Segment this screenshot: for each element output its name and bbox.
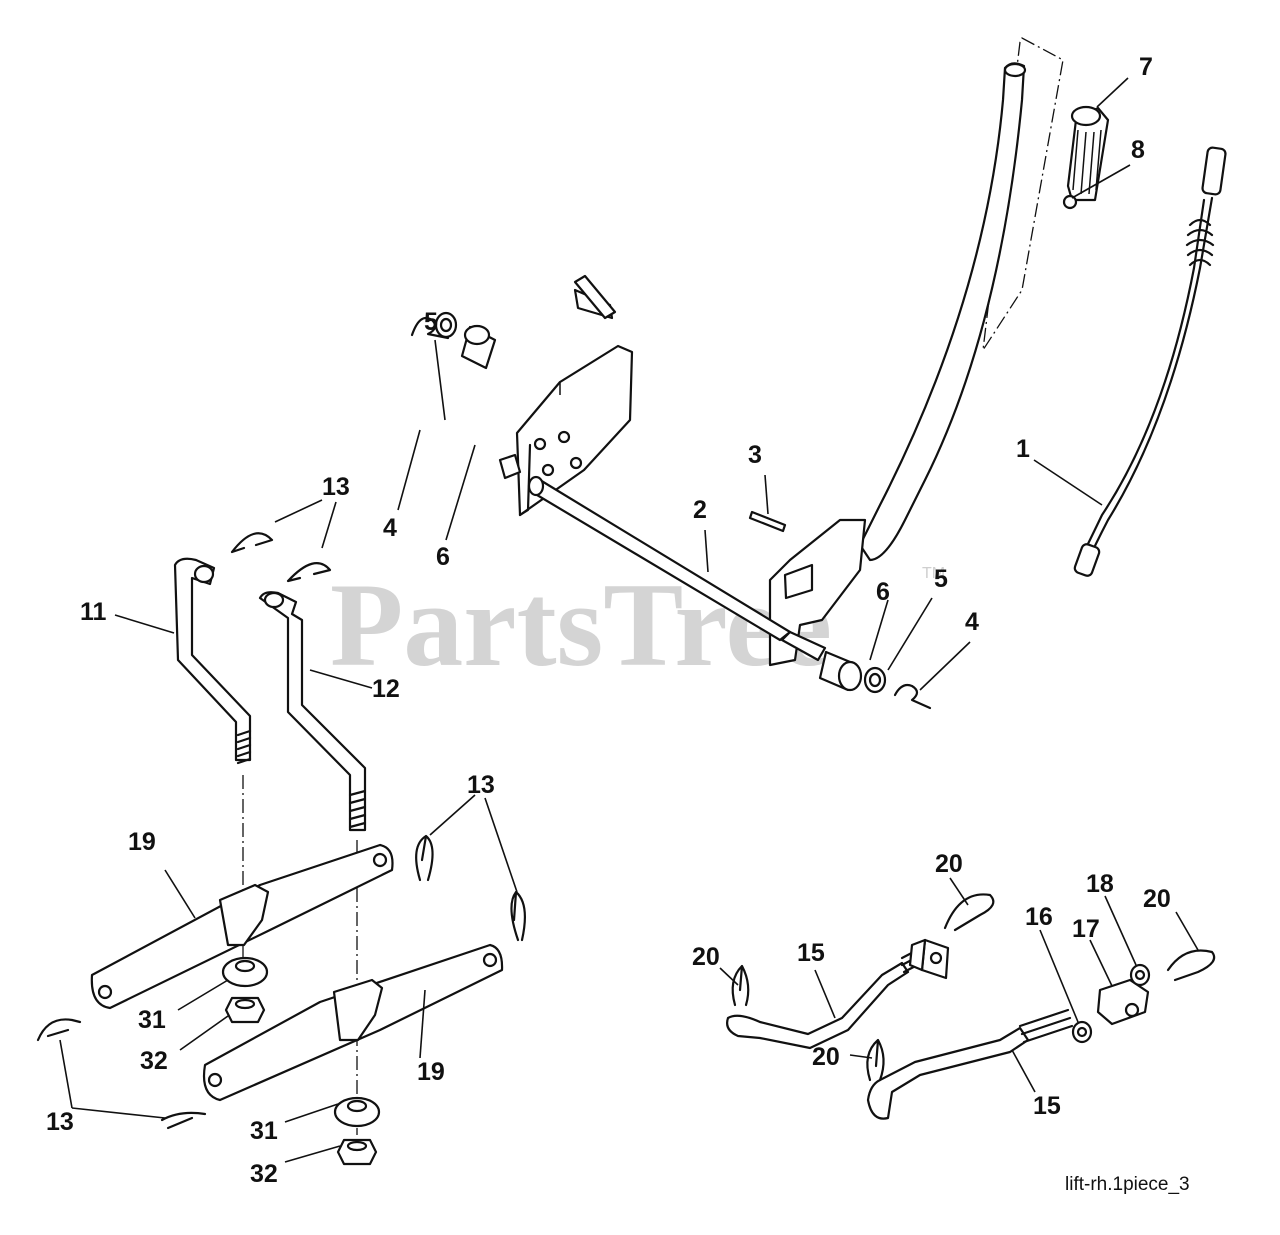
callout-20-top: 20 [935,850,963,878]
callout-13-top: 13 [322,473,350,501]
lift-arm-upper [90,843,394,1010]
rod-15-lower [866,1008,1074,1120]
hairpin-13-right-b [510,890,527,942]
callout-3: 3 [748,441,762,469]
callout-8: 8 [1131,136,1145,164]
nut-32-upper [224,996,266,1024]
bushing-31-lower [333,1096,381,1128]
hairpin-13-left-b [160,1111,207,1130]
callout-20-left: 20 [692,943,720,971]
hairpin-13-upper-a [230,532,274,554]
callout-2: 2 [693,496,707,524]
callout-12: 12 [372,675,400,703]
callout-13-right: 13 [467,771,495,799]
callout-17: 17 [1072,915,1100,943]
mounting-plate [515,274,634,517]
washer-16 [1071,1020,1093,1044]
hairpin-20-a [943,893,995,932]
bushing-right [818,650,863,692]
grip-pin [1062,194,1078,210]
rod-15-upper [726,938,950,1050]
bushing-left [460,324,522,480]
callout-31-upper: 31 [138,1006,166,1034]
bushing-31-upper [221,956,269,988]
lift-handle [768,37,1064,667]
hairpin-13-left-a [36,1018,82,1042]
callout-13-bottom: 13 [46,1108,74,1136]
callout-19-lower: 19 [417,1058,445,1086]
callout-labels: 1 2 3 4 4 5 5 6 6 7 8 11 12 13 13 13 15 … [46,53,1171,1188]
callout-7: 7 [1139,53,1153,81]
callout-31-lower: 31 [250,1117,278,1145]
hairpin-13-right-a [415,834,434,882]
nut-32-lower [336,1138,378,1166]
clevis-pin [748,510,787,533]
hairpin-20-c [866,1038,885,1082]
callout-16: 16 [1025,903,1053,931]
hairpin-20-b [731,964,750,1007]
callout-6-left: 6 [436,543,450,571]
callout-19-upper: 19 [128,828,156,856]
washer-right [863,666,887,694]
callout-4-right: 4 [965,608,979,636]
lift-link-11 [173,557,252,765]
callout-15-lower: 15 [1033,1092,1061,1120]
callout-32-upper: 32 [140,1047,168,1075]
hairpin-left [410,316,450,340]
hairpin-20-d [1166,949,1216,982]
callout-5-left: 5 [424,308,438,336]
lift-cable [1073,146,1227,577]
hairpin-13-upper-b [286,562,332,583]
callout-18: 18 [1086,870,1114,898]
drawing-id: lift-rh.1piece_3 [1065,1174,1190,1195]
callout-20-middle: 20 [812,1043,840,1071]
callout-20-right: 20 [1143,885,1171,913]
lift-arm-lower [202,943,504,1102]
hairpin-right [893,683,932,710]
watermark-trademark: TM [922,565,945,582]
callout-6-right: 6 [876,578,890,606]
callout-5-right: 5 [934,565,948,593]
callout-1: 1 [1016,435,1030,463]
lift-link-12 [258,591,367,832]
handle-grip [1066,105,1110,202]
lift-shaft [527,475,827,662]
block-17 [1096,978,1150,1026]
callout-32-lower: 32 [250,1160,278,1188]
callout-4-left: 4 [383,514,397,542]
watermark-text: PartsTree [330,558,832,691]
bushing-18 [1129,963,1151,987]
leader-lines [59,77,1199,1163]
callout-15-upper: 15 [797,939,825,967]
callout-11: 11 [80,598,107,626]
washer-left [434,311,458,339]
